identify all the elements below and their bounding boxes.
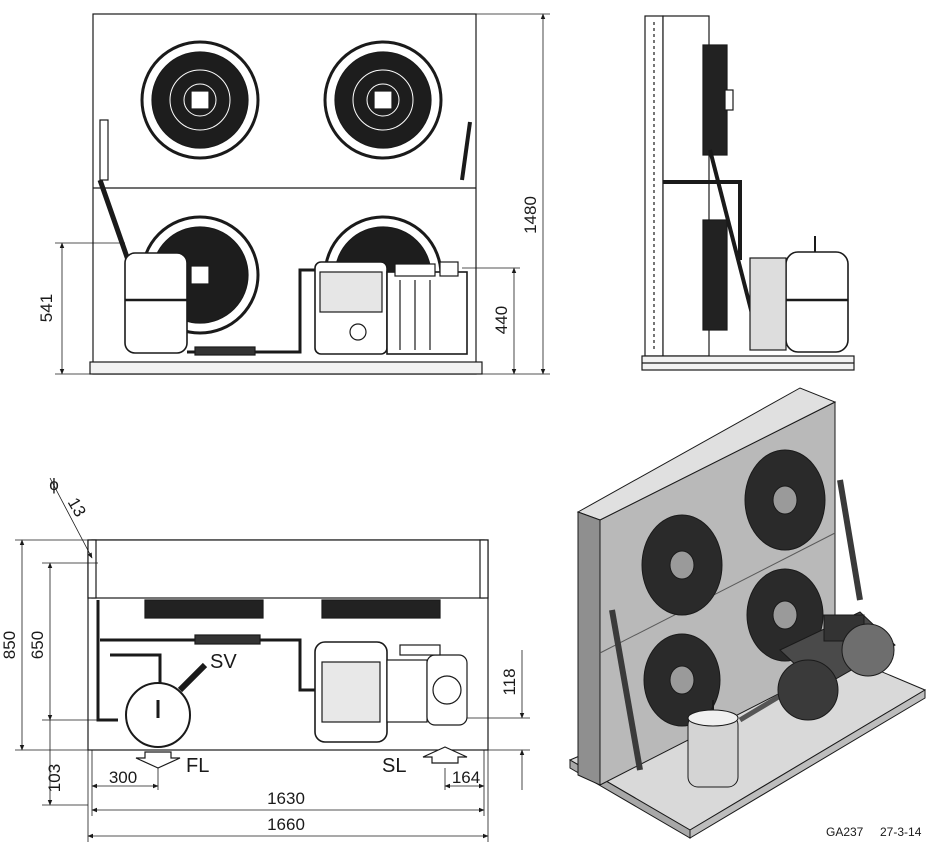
drawing-code: GA237 xyxy=(826,825,864,839)
dim-hole-diameter: 13 xyxy=(64,494,90,520)
front-base-rail xyxy=(89,361,483,375)
front-fan-top-left xyxy=(140,40,260,160)
dim-valve-height: 118 xyxy=(500,668,519,695)
label-fl: FL xyxy=(186,755,209,777)
side-receiver xyxy=(785,251,849,353)
dim-sl-offset: 164 xyxy=(452,768,480,787)
dim-offset-front: 103 xyxy=(45,764,64,792)
iso-fan-bottom-right xyxy=(746,568,824,662)
side-view xyxy=(641,15,855,371)
top-view xyxy=(87,539,489,769)
dim-height-total: 1480 xyxy=(521,196,540,234)
side-fan-upper xyxy=(702,44,728,156)
iso-compressor xyxy=(777,611,896,721)
dim-width-total: 1660 xyxy=(267,815,305,834)
isometric-view xyxy=(568,387,927,839)
front-receiver xyxy=(124,252,188,354)
iso-fan-top-left xyxy=(641,514,723,616)
dim-height-compressor: 440 xyxy=(492,306,511,334)
front-compressor xyxy=(314,261,468,355)
top-condenser-block xyxy=(91,539,485,599)
top-fan-left xyxy=(144,599,264,619)
side-fan-lower xyxy=(702,219,728,331)
dim-diameter-symbol: ϕ xyxy=(49,475,59,494)
drawing-date: 27-3-14 xyxy=(880,825,922,839)
top-fan-right xyxy=(321,599,441,619)
front-view xyxy=(89,13,483,375)
dim-depth-mount: 650 xyxy=(28,631,47,659)
dim-fl-offset: 300 xyxy=(109,768,137,787)
top-dimensions xyxy=(15,477,530,842)
iso-fan-top-right xyxy=(744,449,826,551)
iso-fan-bottom-left xyxy=(643,633,721,727)
front-fan-top-right xyxy=(323,40,443,160)
top-compressor xyxy=(314,641,468,743)
dim-height-receiver: 541 xyxy=(37,294,56,322)
label-sv: SV xyxy=(210,651,237,673)
front-dimensions xyxy=(55,13,550,375)
label-sl: SL xyxy=(382,755,406,777)
dim-depth-total: 850 xyxy=(0,631,19,659)
iso-receiver xyxy=(687,700,739,788)
dim-width-mount: 1630 xyxy=(267,789,305,808)
